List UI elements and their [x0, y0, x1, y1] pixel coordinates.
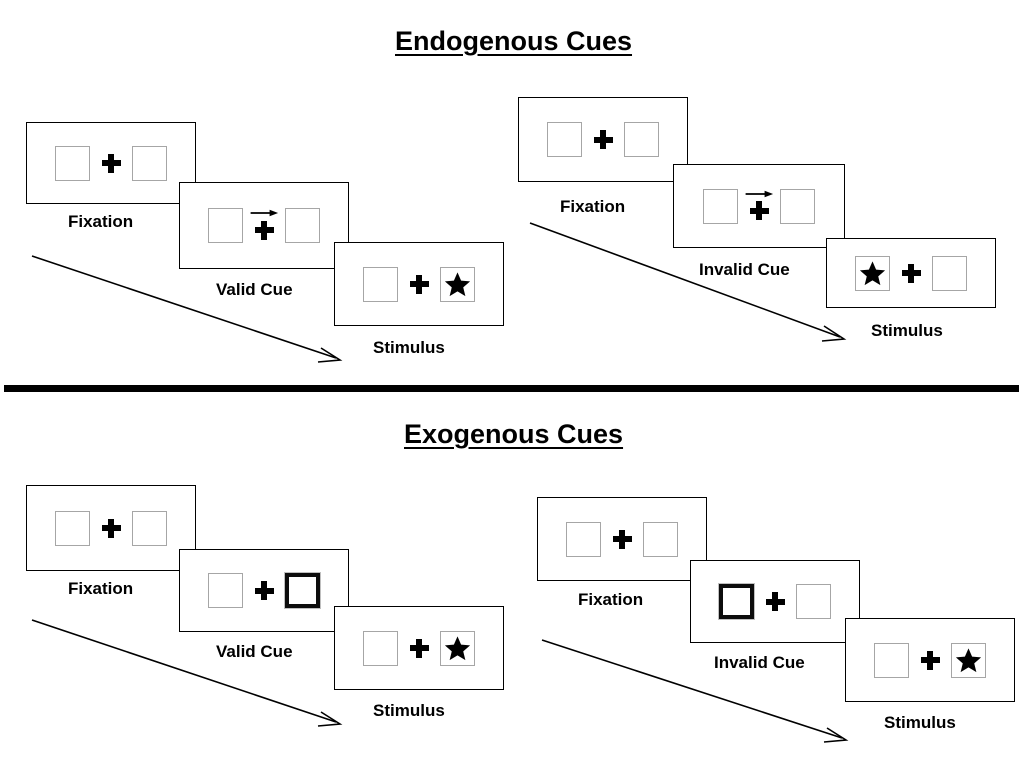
star-icon: [859, 260, 886, 285]
frame-exogenous-invalid-stimulus: [845, 618, 1015, 702]
placeholder-square-left: [547, 122, 582, 157]
fixation-cross-wrap: [754, 584, 796, 619]
fixation-cross-icon: [409, 274, 429, 294]
fixation-cross-wrap: [398, 267, 440, 302]
fixation-cross-icon: [612, 529, 632, 549]
star-icon: [444, 271, 471, 296]
stage-label-valid-cue: Valid Cue: [216, 642, 293, 661]
stage-label-fixation: Fixation: [68, 212, 134, 231]
placeholder-square-left: [55, 145, 90, 181]
section-title-endogenous: Endogenous Cues: [395, 26, 633, 56]
stage-label-fixation: Fixation: [578, 590, 644, 609]
stage-label-stimulus: Stimulus: [373, 701, 445, 720]
placeholder-square-right: [440, 266, 475, 302]
arrow-right-icon: [745, 190, 774, 197]
placeholder-square-left: [208, 208, 243, 243]
fixation-cross-wrap: [90, 146, 132, 181]
fixation-cross-icon: [901, 263, 921, 283]
stage-label-invalid-cue: Invalid Cue: [699, 260, 790, 279]
fixation-cross-wrap: [601, 522, 643, 557]
placeholder-square-right: [440, 630, 475, 666]
frame-exogenous-valid-fixation: [26, 485, 196, 571]
frame-endogenous-valid-fixation: [26, 122, 196, 204]
fixation-cross-wrap: [909, 643, 951, 678]
placeholder-square-right: [780, 188, 815, 224]
placeholder-square-left-cued: [718, 583, 755, 620]
fixation-cross-wrap: [243, 208, 285, 243]
frame-exogenous-invalid-fixation: [537, 497, 707, 581]
placeholder-square-right: [932, 255, 967, 291]
placeholder-square-right: [132, 510, 167, 546]
placeholder-square-left: [874, 642, 909, 678]
stage-label-fixation: Fixation: [68, 579, 134, 598]
placeholder-square-right: [796, 584, 831, 619]
stage-label-stimulus: Stimulus: [884, 713, 956, 732]
frame-exogenous-invalid-cue: [690, 560, 860, 643]
fixation-cross-wrap: [90, 511, 132, 546]
fixation-cross-icon: [765, 592, 785, 611]
placeholder-square-left: [208, 573, 243, 608]
frame-endogenous-invalid-fixation: [518, 97, 688, 182]
stage-label-stimulus: Stimulus: [871, 321, 943, 340]
star-icon: [444, 635, 471, 660]
frame-exogenous-valid-stimulus: [334, 606, 504, 690]
placeholder-square-left: [363, 630, 398, 666]
placeholder-square-right: [643, 521, 678, 557]
fixation-cross-icon: [254, 220, 274, 240]
fixation-cross-icon: [101, 153, 121, 173]
placeholder-square-left: [363, 266, 398, 302]
placeholder-square-right: [951, 642, 986, 678]
placeholder-square-left: [855, 255, 890, 291]
stage-label-valid-cue: Valid Cue: [216, 280, 293, 299]
frame-endogenous-invalid-stimulus: [826, 238, 996, 308]
fixation-cross-icon: [101, 518, 121, 538]
placeholder-square-right: [285, 208, 320, 243]
fixation-cross-wrap: [582, 122, 624, 157]
stage-label-fixation: Fixation: [560, 197, 626, 216]
placeholder-square-left: [703, 188, 738, 224]
stage-label-invalid-cue: Invalid Cue: [714, 653, 805, 672]
frame-endogenous-invalid-cue: [673, 164, 845, 248]
fixation-cross-icon: [749, 201, 769, 220]
section-title-exogenous: Exogenous Cues: [404, 419, 624, 449]
placeholder-square-left: [566, 521, 601, 557]
fixation-cross-icon: [593, 130, 613, 149]
fixation-cross-wrap: [398, 631, 440, 666]
frame-exogenous-valid-cue: [179, 549, 349, 632]
placeholder-square-left: [55, 510, 90, 546]
placeholder-square-right-cued: [284, 572, 321, 609]
star-icon: [955, 647, 982, 672]
section-divider: [4, 385, 1019, 392]
fixation-cross-wrap: [243, 573, 285, 608]
arrow-right-icon: [250, 209, 279, 217]
fixation-cross-wrap: [890, 256, 932, 291]
placeholder-square-right: [624, 122, 659, 157]
placeholder-square-right: [132, 145, 167, 181]
fixation-cross-icon: [409, 638, 429, 658]
frame-endogenous-valid-stimulus: [334, 242, 504, 326]
stage-label-stimulus: Stimulus: [373, 338, 445, 357]
time-progression-arrow-icon: [541, 639, 849, 743]
frame-endogenous-valid-cue: [179, 182, 349, 269]
fixation-cross-icon: [920, 650, 940, 670]
fixation-cross-icon: [254, 581, 274, 600]
fixation-cross-wrap: [738, 189, 780, 224]
